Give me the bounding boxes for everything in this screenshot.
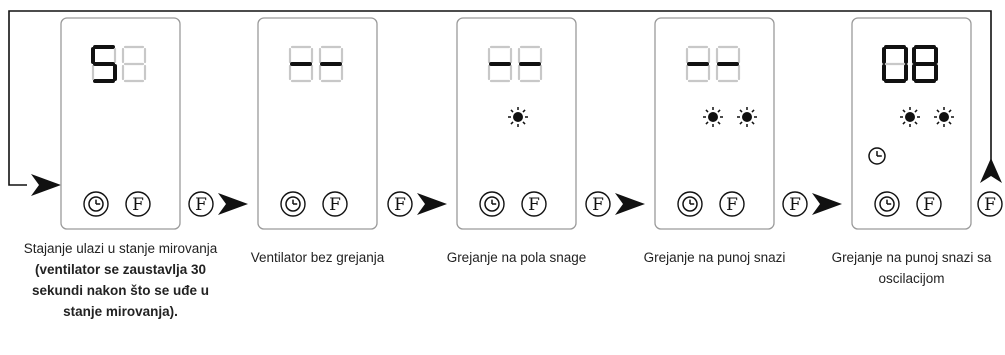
seven-segment-digit — [882, 45, 908, 83]
state-panel-3: F — [456, 17, 577, 230]
panel-frame — [851, 17, 972, 230]
seven-segment-digit — [91, 45, 117, 83]
state-caption-5: Grejanje na punoj snazi sa oscilacijom — [832, 247, 992, 289]
clock-icon — [83, 191, 109, 217]
state-panel-2: F — [257, 17, 378, 230]
fan-button-icon: F — [719, 191, 745, 217]
arrowhead-icon — [615, 193, 645, 215]
display — [882, 45, 938, 83]
fan-button-icon: F — [916, 191, 942, 217]
caption-text: Stajanje ulazi u stanje mirovanja — [23, 241, 218, 256]
svg-text:F: F — [592, 195, 604, 215]
clock-icon — [479, 191, 505, 217]
svg-text:F: F — [329, 195, 341, 215]
svg-text:F: F — [726, 195, 738, 215]
arrowhead-icon — [417, 193, 447, 215]
panel-frame — [456, 17, 577, 230]
fan-button-icon: F — [521, 191, 547, 217]
svg-text:F: F — [132, 195, 144, 215]
sun-icon — [900, 107, 920, 127]
clock-icon — [874, 191, 900, 217]
fan-button-icon: F — [125, 191, 151, 217]
arrowhead-icon — [218, 193, 248, 215]
seven-segment-digit — [685, 45, 711, 83]
seven-segment-digit — [121, 45, 147, 83]
state-caption-1: Stajanje ulazi u stanje mirovanja (venti… — [21, 238, 221, 322]
state-caption-2: Ventilator bez grejanja — [238, 247, 398, 268]
seven-segment-digit — [912, 45, 938, 83]
seven-segment-digit — [487, 45, 513, 83]
caption-text: Grejanje na punoj snazi — [643, 250, 786, 265]
seven-segment-digit — [288, 45, 314, 83]
clock-icon — [280, 191, 306, 217]
panel-frame — [257, 17, 378, 230]
seven-segment-digit — [318, 45, 344, 83]
arrowhead-icon — [980, 158, 1002, 183]
display — [91, 45, 147, 83]
seven-segment-digit — [715, 45, 741, 83]
state-panel-4: F — [654, 17, 775, 230]
loop-line — [8, 10, 992, 186]
arrowhead-icon — [812, 193, 842, 215]
fan-button-icon: F — [322, 191, 348, 217]
caption-bold-text: (ventilator se zaustavlja 30 sekundi nak… — [31, 262, 210, 319]
svg-text:F: F — [984, 195, 996, 215]
caption-text: Grejanje na punoj snazi sa oscilacijom — [831, 250, 992, 286]
fan-button-icon: F — [585, 191, 611, 217]
svg-text:F: F — [923, 195, 935, 215]
display — [487, 45, 543, 83]
display — [288, 45, 344, 83]
sun-icon — [508, 107, 528, 127]
clock-icon — [677, 191, 703, 217]
state-panel-5: F — [851, 17, 972, 230]
panel-frame — [60, 17, 181, 230]
svg-text:F: F — [394, 195, 406, 215]
fan-button-icon: F — [188, 191, 214, 217]
fan-button-icon: F — [782, 191, 808, 217]
panel-frame — [654, 17, 775, 230]
arrowhead-icon — [31, 174, 61, 196]
svg-text:F: F — [195, 195, 207, 215]
caption-text: Grejanje na pola snage — [446, 250, 587, 265]
fan-button-icon: F — [387, 191, 413, 217]
state-caption-3: Grejanje na pola snage — [437, 247, 597, 268]
clock-icon — [868, 147, 886, 165]
fan-button-icon: F — [977, 191, 1003, 217]
caption-text: Ventilator bez grejanja — [250, 250, 385, 265]
sun-icon — [934, 107, 954, 127]
display — [685, 45, 741, 83]
state-panel-1: F — [60, 17, 181, 230]
sun-icon — [703, 107, 723, 127]
sun-icon — [737, 107, 757, 127]
state-caption-4: Grejanje na punoj snazi — [635, 247, 795, 268]
svg-text:F: F — [528, 195, 540, 215]
svg-text:F: F — [789, 195, 801, 215]
seven-segment-digit — [517, 45, 543, 83]
